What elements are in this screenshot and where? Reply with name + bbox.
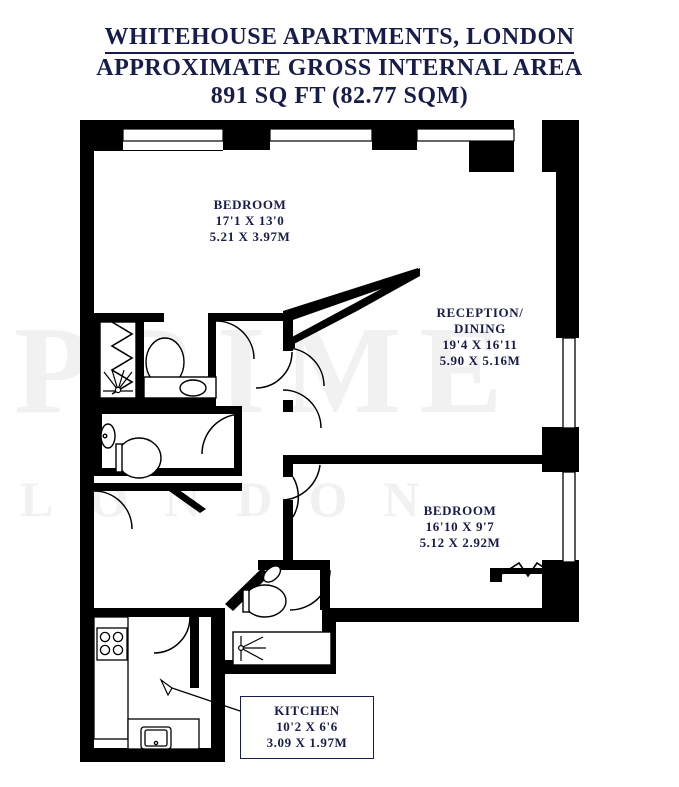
door-swings (93, 320, 331, 654)
kitchen-leader-line (159, 678, 241, 712)
room-dimensions-metric: 5.21 X 3.97M (209, 229, 291, 244)
shower-icon (238, 636, 266, 661)
title-area-value: 891 SQ FT (82.77 SQM) (210, 83, 469, 109)
room-name: BEDROOM (213, 197, 287, 212)
basin-icon (179, 379, 207, 397)
title-property-name: WHITEHOUSE APARTMENTS, LONDON (104, 24, 575, 54)
room-name: BEDROOM (423, 503, 497, 518)
room-label-kitchen: KITCHEN 10'2 X 6'6 3.09 X 1.97M (240, 696, 374, 759)
room-dimensions-imperial: 19'4 X 16'11 (442, 337, 518, 352)
room-dimensions-metric: 3.09 X 1.97M (266, 735, 348, 750)
room-dimensions-imperial: 10'2 X 6'6 (276, 719, 338, 734)
room-dimensions-metric: 5.90 X 5.16M (439, 353, 521, 368)
toilet-icon (116, 437, 162, 479)
toilet-icon (243, 584, 287, 618)
room-dimensions-imperial: 17'1 X 13'0 (215, 213, 285, 228)
room-dimensions-imperial: 16'10 X 9'7 (425, 519, 495, 534)
sanitary-fixtures (100, 337, 287, 661)
room-label-reception-dining: RECEPTION/ DINING 19'4 X 16'11 5.90 X 5.… (380, 305, 580, 369)
room-name: RECEPTION/ (436, 305, 524, 320)
room-name: KITCHEN (274, 703, 340, 718)
room-name-second-line: DINING (454, 321, 506, 336)
room-label-bedroom-2: BEDROOM 16'10 X 9'7 5.12 X 2.92M (360, 503, 560, 551)
room-dimensions-metric: 5.12 X 2.92M (419, 535, 501, 550)
arrow-icon (159, 678, 173, 697)
wall-outline-fix (94, 150, 223, 151)
kitchen-fixtures (96, 627, 172, 750)
shower-icon (103, 369, 133, 394)
hob-icon (96, 627, 128, 661)
page-title: WHITEHOUSE APARTMENTS, LONDON APPROXIMAT… (0, 24, 679, 110)
room-label-bedroom-1: BEDROOM 17'1 X 13'0 5.21 X 3.97M (130, 197, 370, 245)
title-area-caption: APPROXIMATE GROSS INTERNAL AREA (96, 55, 583, 81)
wardrobe-symbols (110, 321, 555, 578)
basin-icon (100, 423, 116, 449)
structural-walls (80, 120, 579, 762)
basin-icon (262, 565, 282, 583)
